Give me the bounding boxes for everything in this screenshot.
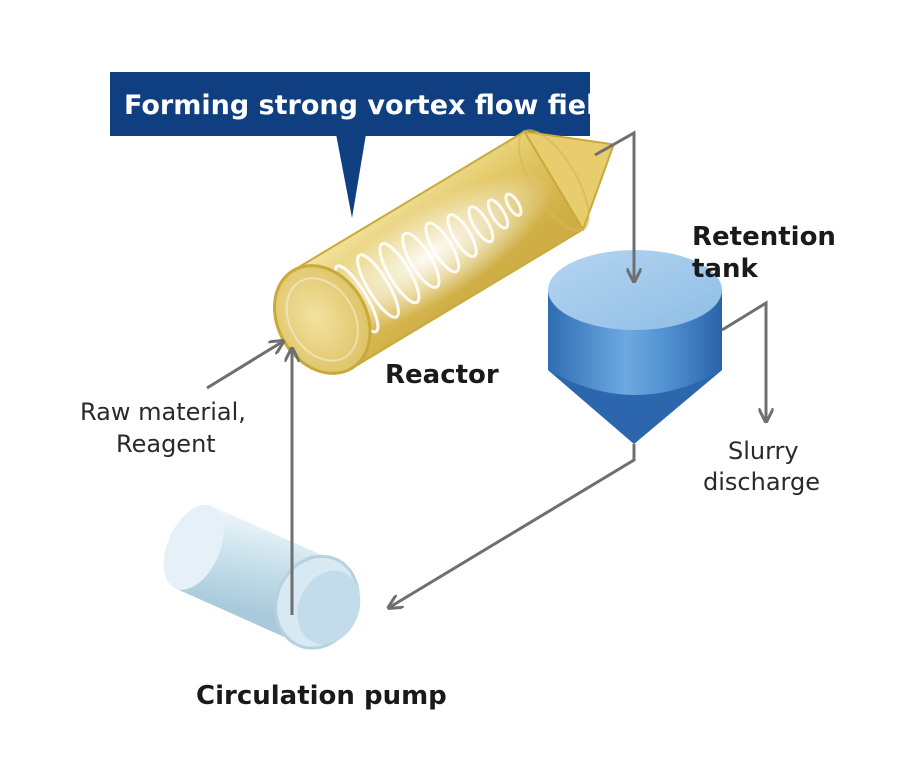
flow-arrows <box>206 130 766 615</box>
raw-material-label-line1: Raw material, <box>80 398 246 426</box>
retention-tank-label-line2: tank <box>692 254 758 284</box>
conical-tank-icon <box>548 250 722 444</box>
callout-text: Forming strong vortex flow field <box>124 90 615 121</box>
raw-material-label-line2: Reagent <box>116 430 216 458</box>
arrow-slurry-discharge <box>721 300 766 420</box>
arrow-tank-to-pump <box>390 444 636 607</box>
callout: Forming strong vortex flow field <box>110 72 615 218</box>
callout-box <box>110 72 590 136</box>
reactor-label: Reactor <box>385 360 499 390</box>
cylinder-pump-icon <box>163 504 361 650</box>
retention-tank-label-line1: Retention <box>692 222 836 252</box>
callout-pointer <box>336 134 366 218</box>
reactor-icon <box>272 129 616 375</box>
arrow-reactor-to-tank <box>594 130 634 280</box>
slurry-label-line2: discharge <box>703 468 820 496</box>
pump-label: Circulation pump <box>196 681 447 711</box>
arrow-raw-material-in <box>206 342 282 390</box>
slurry-label-line1: Slurry <box>728 437 799 465</box>
